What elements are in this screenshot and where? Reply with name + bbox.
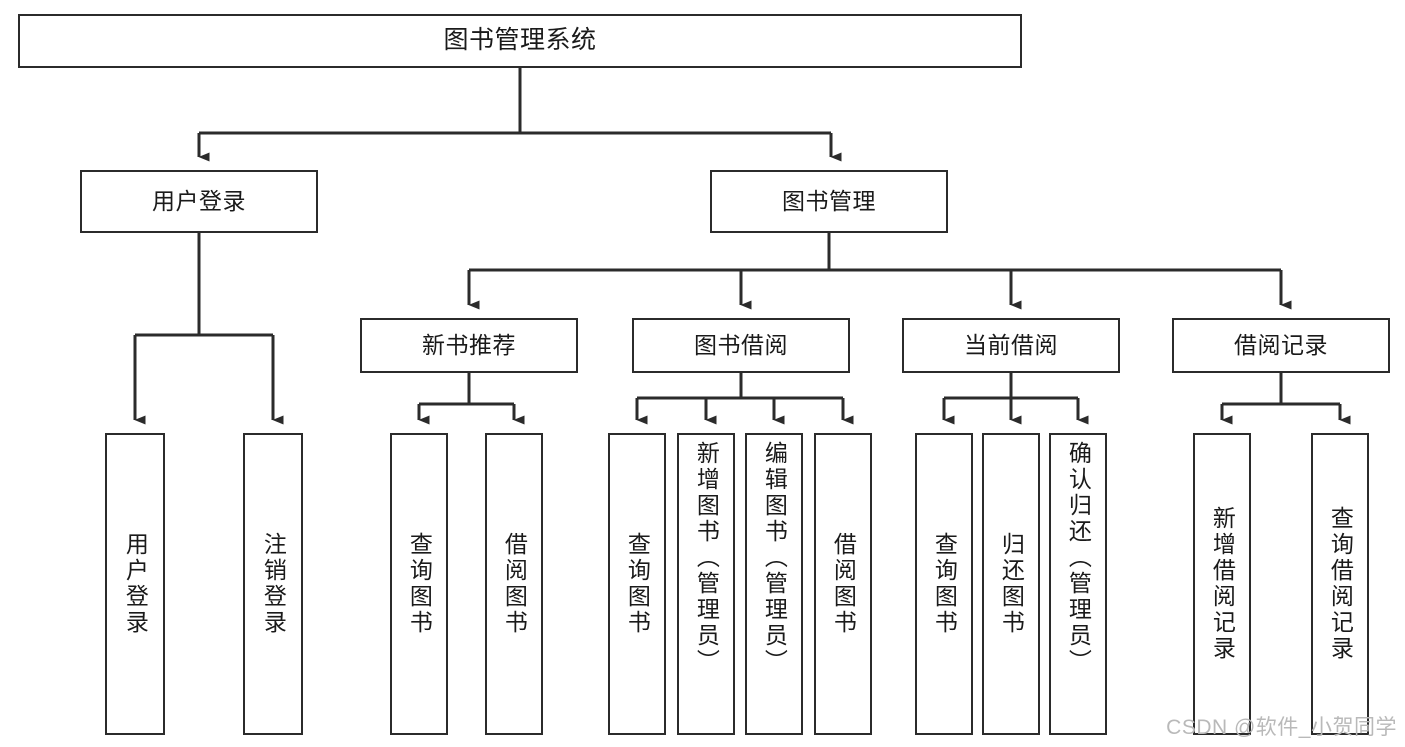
node-leaf-query-record[interactable]: 查询借阅记录 <box>1311 433 1369 735</box>
node-label: 查询图书 <box>406 532 433 636</box>
node-root-system[interactable]: 图书管理系统 <box>18 14 1022 68</box>
node-user-login[interactable]: 用户登录 <box>80 170 318 233</box>
node-leaf-query-book-2[interactable]: 查询图书 <box>608 433 666 735</box>
node-label: 新增图书（管理员） <box>693 441 720 675</box>
node-label: 归还图书 <box>998 532 1025 636</box>
node-label: 图书管理 <box>782 187 876 214</box>
node-leaf-query-book-3[interactable]: 查询图书 <box>915 433 973 735</box>
node-leaf-user-login[interactable]: 用户登录 <box>105 433 165 735</box>
node-label: 用户登录 <box>122 532 149 636</box>
node-label: 查询图书 <box>624 532 651 636</box>
node-leaf-borrow-book-1[interactable]: 借阅图书 <box>485 433 543 735</box>
node-book-borrow[interactable]: 图书借阅 <box>632 318 850 373</box>
node-leaf-return-book[interactable]: 归还图书 <box>982 433 1040 735</box>
node-leaf-add-record[interactable]: 新增借阅记录 <box>1193 433 1251 735</box>
node-leaf-confirm-return[interactable]: 确认归还（管理员） <box>1049 433 1107 735</box>
node-label: 注销登录 <box>260 532 287 636</box>
node-current-borrow[interactable]: 当前借阅 <box>902 318 1120 373</box>
node-label: 查询图书 <box>931 532 958 636</box>
node-label: 借阅图书 <box>501 532 528 636</box>
node-new-book-recommend[interactable]: 新书推荐 <box>360 318 578 373</box>
node-label: 新书推荐 <box>422 331 516 358</box>
watermark-text: CSDN @软件_小贺同学 <box>1166 716 1397 739</box>
node-label: 用户登录 <box>152 187 246 214</box>
node-leaf-query-book-1[interactable]: 查询图书 <box>390 433 448 735</box>
node-label: 图书管理系统 <box>443 26 597 55</box>
node-book-management[interactable]: 图书管理 <box>710 170 948 233</box>
node-label: 查询借阅记录 <box>1327 506 1354 662</box>
node-leaf-user-logout[interactable]: 注销登录 <box>243 433 303 735</box>
node-leaf-add-book[interactable]: 新增图书（管理员） <box>677 433 735 735</box>
node-label: 当前借阅 <box>964 331 1058 358</box>
node-label: 编辑图书（管理员） <box>761 441 788 675</box>
node-label: 借阅图书 <box>830 532 857 636</box>
node-label: 图书借阅 <box>694 331 788 358</box>
node-leaf-borrow-book-2[interactable]: 借阅图书 <box>814 433 872 735</box>
node-label: 新增借阅记录 <box>1209 506 1236 662</box>
node-borrow-record[interactable]: 借阅记录 <box>1172 318 1390 373</box>
node-label: 确认归还（管理员） <box>1065 441 1092 675</box>
node-label: 借阅记录 <box>1234 331 1328 358</box>
node-leaf-edit-book[interactable]: 编辑图书（管理员） <box>745 433 803 735</box>
